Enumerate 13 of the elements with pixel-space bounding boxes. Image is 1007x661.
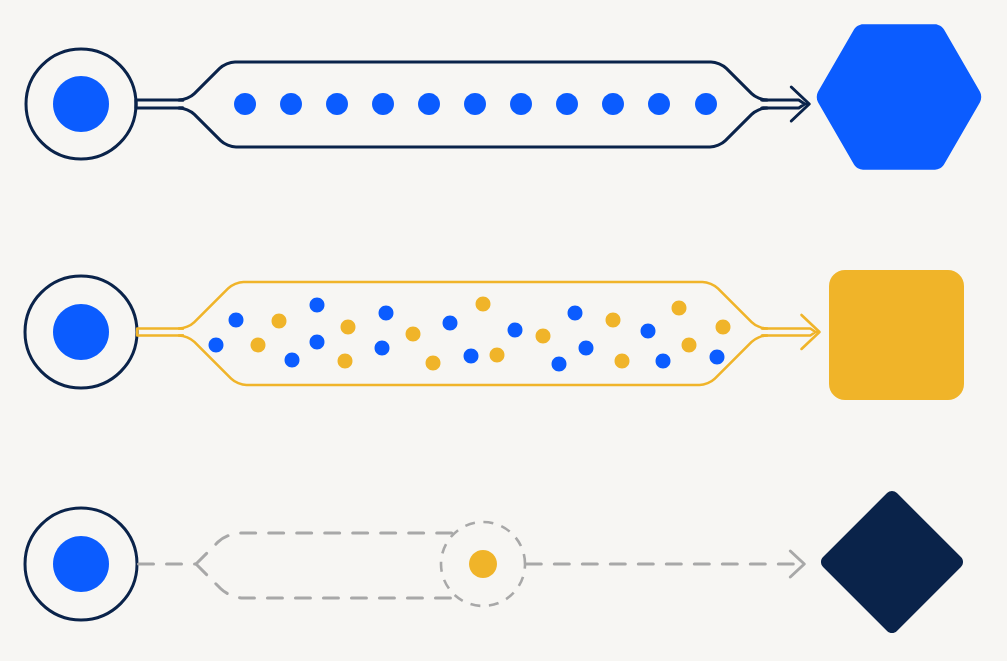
double-line <box>135 327 185 337</box>
pipe <box>177 60 769 149</box>
ring-circle <box>23 274 139 390</box>
arrow <box>524 549 806 579</box>
hexagon <box>816 24 982 170</box>
diamond <box>821 491 963 633</box>
double-line <box>134 98 185 110</box>
dashed-line <box>137 562 198 566</box>
pipe <box>194 531 456 600</box>
dashed-circle <box>439 520 527 608</box>
ring-circle <box>24 47 138 161</box>
ring-circle <box>23 506 139 622</box>
rounded-square <box>829 270 964 400</box>
